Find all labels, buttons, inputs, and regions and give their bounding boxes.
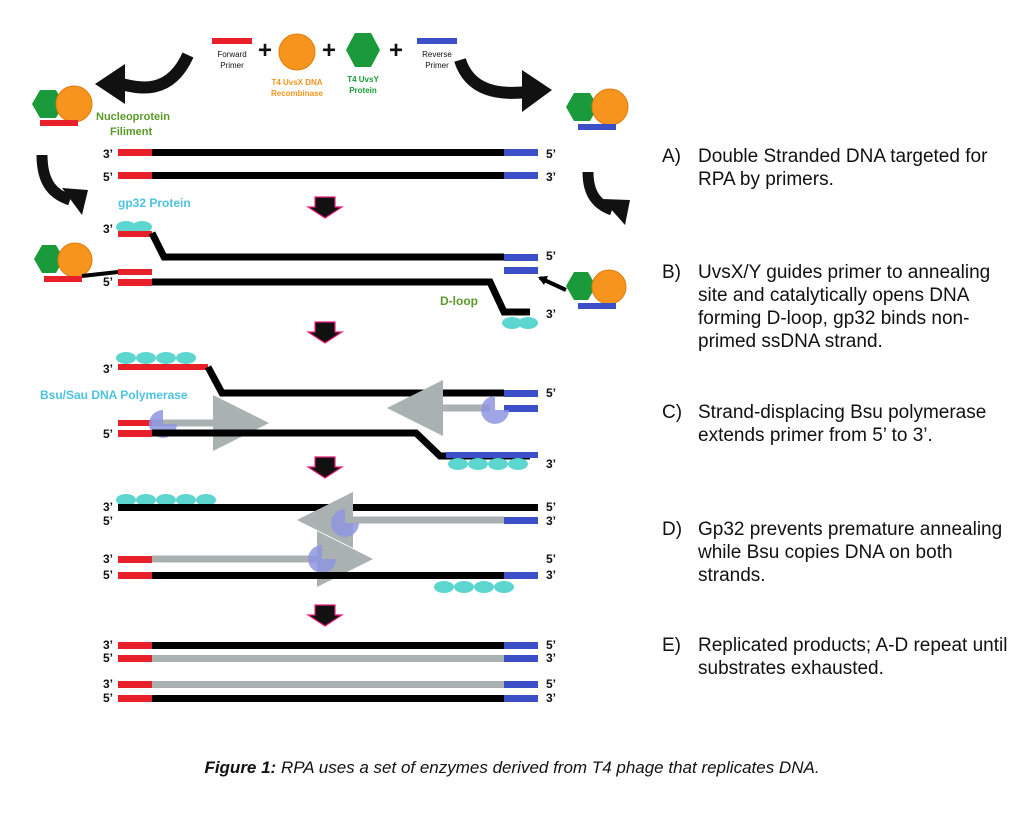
step-a-letter: A) <box>662 146 681 167</box>
uvsx-recombinase-icon <box>278 33 316 71</box>
curved-arrow-down-right-icon <box>582 171 630 225</box>
svg-text:3’: 3’ <box>103 222 113 236</box>
step-c-letter: C) <box>662 402 683 423</box>
plus-sign-3: + <box>389 37 403 64</box>
svg-text:3’: 3’ <box>103 552 113 566</box>
stage-arrow-2-icon <box>305 321 345 344</box>
stage-arrow-3-icon <box>305 456 345 479</box>
step-e-letter: E) <box>662 635 681 656</box>
svg-text:5’: 5’ <box>546 249 556 263</box>
forward-primer-label-2: Primer <box>220 61 244 70</box>
curved-arrow-left-icon <box>95 52 194 104</box>
svg-text:3’: 3’ <box>546 651 556 665</box>
svg-text:5’: 5’ <box>546 147 556 161</box>
svg-text:5’: 5’ <box>103 170 113 184</box>
svg-text:5’: 5’ <box>546 677 556 691</box>
stage-e-dna: 3’ 5’ 5’ 3’ 3’ 5’ 5’ 3’ <box>103 638 556 705</box>
uvsy-protein-icon <box>346 33 380 67</box>
svg-text:5’: 5’ <box>103 514 113 528</box>
svg-text:3’: 3’ <box>546 457 556 471</box>
svg-text:3’: 3’ <box>103 638 113 652</box>
step-c-text: Strand-displacing Bsu polymerase extends… <box>698 402 987 446</box>
stage-c-dna: 3’ 5’ 5’ 3’ <box>103 352 556 471</box>
step-e-text: Replicated products; A-D repeat until su… <box>698 635 1008 679</box>
stage-arrow-4-icon <box>305 604 345 627</box>
caption-text: RPA uses a set of enzymes derived from T… <box>276 758 820 777</box>
svg-text:5’: 5’ <box>103 651 113 665</box>
svg-text:5’: 5’ <box>103 275 113 289</box>
svg-text:3’: 3’ <box>546 568 556 582</box>
dloop-label: D-loop <box>440 294 478 308</box>
uvsx-label-1: T4 UvsX DNA <box>271 78 322 87</box>
stage-arrow-1-icon <box>305 196 345 219</box>
nucleoprotein-filament-right-icon <box>566 88 629 130</box>
step-a-text: Double Stranded DNA targeted for RPA by … <box>698 146 988 190</box>
svg-text:5’: 5’ <box>546 552 556 566</box>
stage-d-dna: 3’ 5’ 5’ 3’ 3’ 5’ 5’ 3’ <box>103 492 556 593</box>
figure-caption: Figure 1: RPA uses a set of enzymes deri… <box>0 758 1024 778</box>
stage-a-dna: 3’ 5’ 5’ 3’ <box>103 147 556 184</box>
svg-text:5’: 5’ <box>103 427 113 441</box>
reverse-primer-icon <box>417 38 457 44</box>
svg-text:5’: 5’ <box>103 691 113 705</box>
uvsy-label-1: T4 UvsY <box>347 75 379 84</box>
svg-text:3’: 3’ <box>546 170 556 184</box>
nucleoprotein-label-2: Filiment <box>110 126 153 138</box>
polymerase-right-icon <box>481 396 509 424</box>
filament-left-bound-icon <box>34 242 119 282</box>
svg-text:5’: 5’ <box>546 386 556 400</box>
caption-label: Figure 1: <box>204 758 277 777</box>
nucleoprotein-label-1: Nucleoprotein <box>96 111 170 123</box>
step-b-text: UvsX/Y guides primer to annealing site a… <box>698 262 991 352</box>
step-d-text: Gp32 prevents premature annealing while … <box>698 519 1003 586</box>
gp32-label: gp32 Protein <box>118 196 191 210</box>
step-d-letter: D) <box>662 519 683 540</box>
nucleoprotein-filament-left-icon <box>32 85 93 126</box>
svg-text:3’: 3’ <box>103 362 113 376</box>
svg-text:3’: 3’ <box>546 307 556 321</box>
uvsx-label-2: Recombinase <box>271 89 324 98</box>
svg-text:3’: 3’ <box>103 500 113 514</box>
stage-b-dna: 3’ 5’ 5’ 3’ <box>103 221 556 329</box>
curved-arrow-down-left-icon <box>36 154 88 215</box>
svg-text:5’: 5’ <box>546 638 556 652</box>
svg-text:3’: 3’ <box>103 147 113 161</box>
plus-sign-1: + <box>258 37 272 64</box>
forward-primer-label: Forward <box>217 50 246 59</box>
polymerase-label: Bsu/Sau DNA Polymerase <box>40 388 188 402</box>
reverse-primer-label-2: Primer <box>425 61 449 70</box>
reverse-primer-label: Reverse <box>422 50 452 59</box>
uvsy-label-2: Protein <box>349 86 377 95</box>
plus-sign-2: + <box>322 37 336 64</box>
filament-right-bound-icon <box>538 269 627 309</box>
svg-text:3’: 3’ <box>546 514 556 528</box>
svg-text:3’: 3’ <box>103 677 113 691</box>
svg-text:3’: 3’ <box>546 691 556 705</box>
svg-text:5’: 5’ <box>103 568 113 582</box>
step-b-letter: B) <box>662 262 681 283</box>
svg-text:5’: 5’ <box>546 500 556 514</box>
curved-arrow-right-icon <box>454 57 552 112</box>
forward-primer-icon <box>212 38 252 44</box>
